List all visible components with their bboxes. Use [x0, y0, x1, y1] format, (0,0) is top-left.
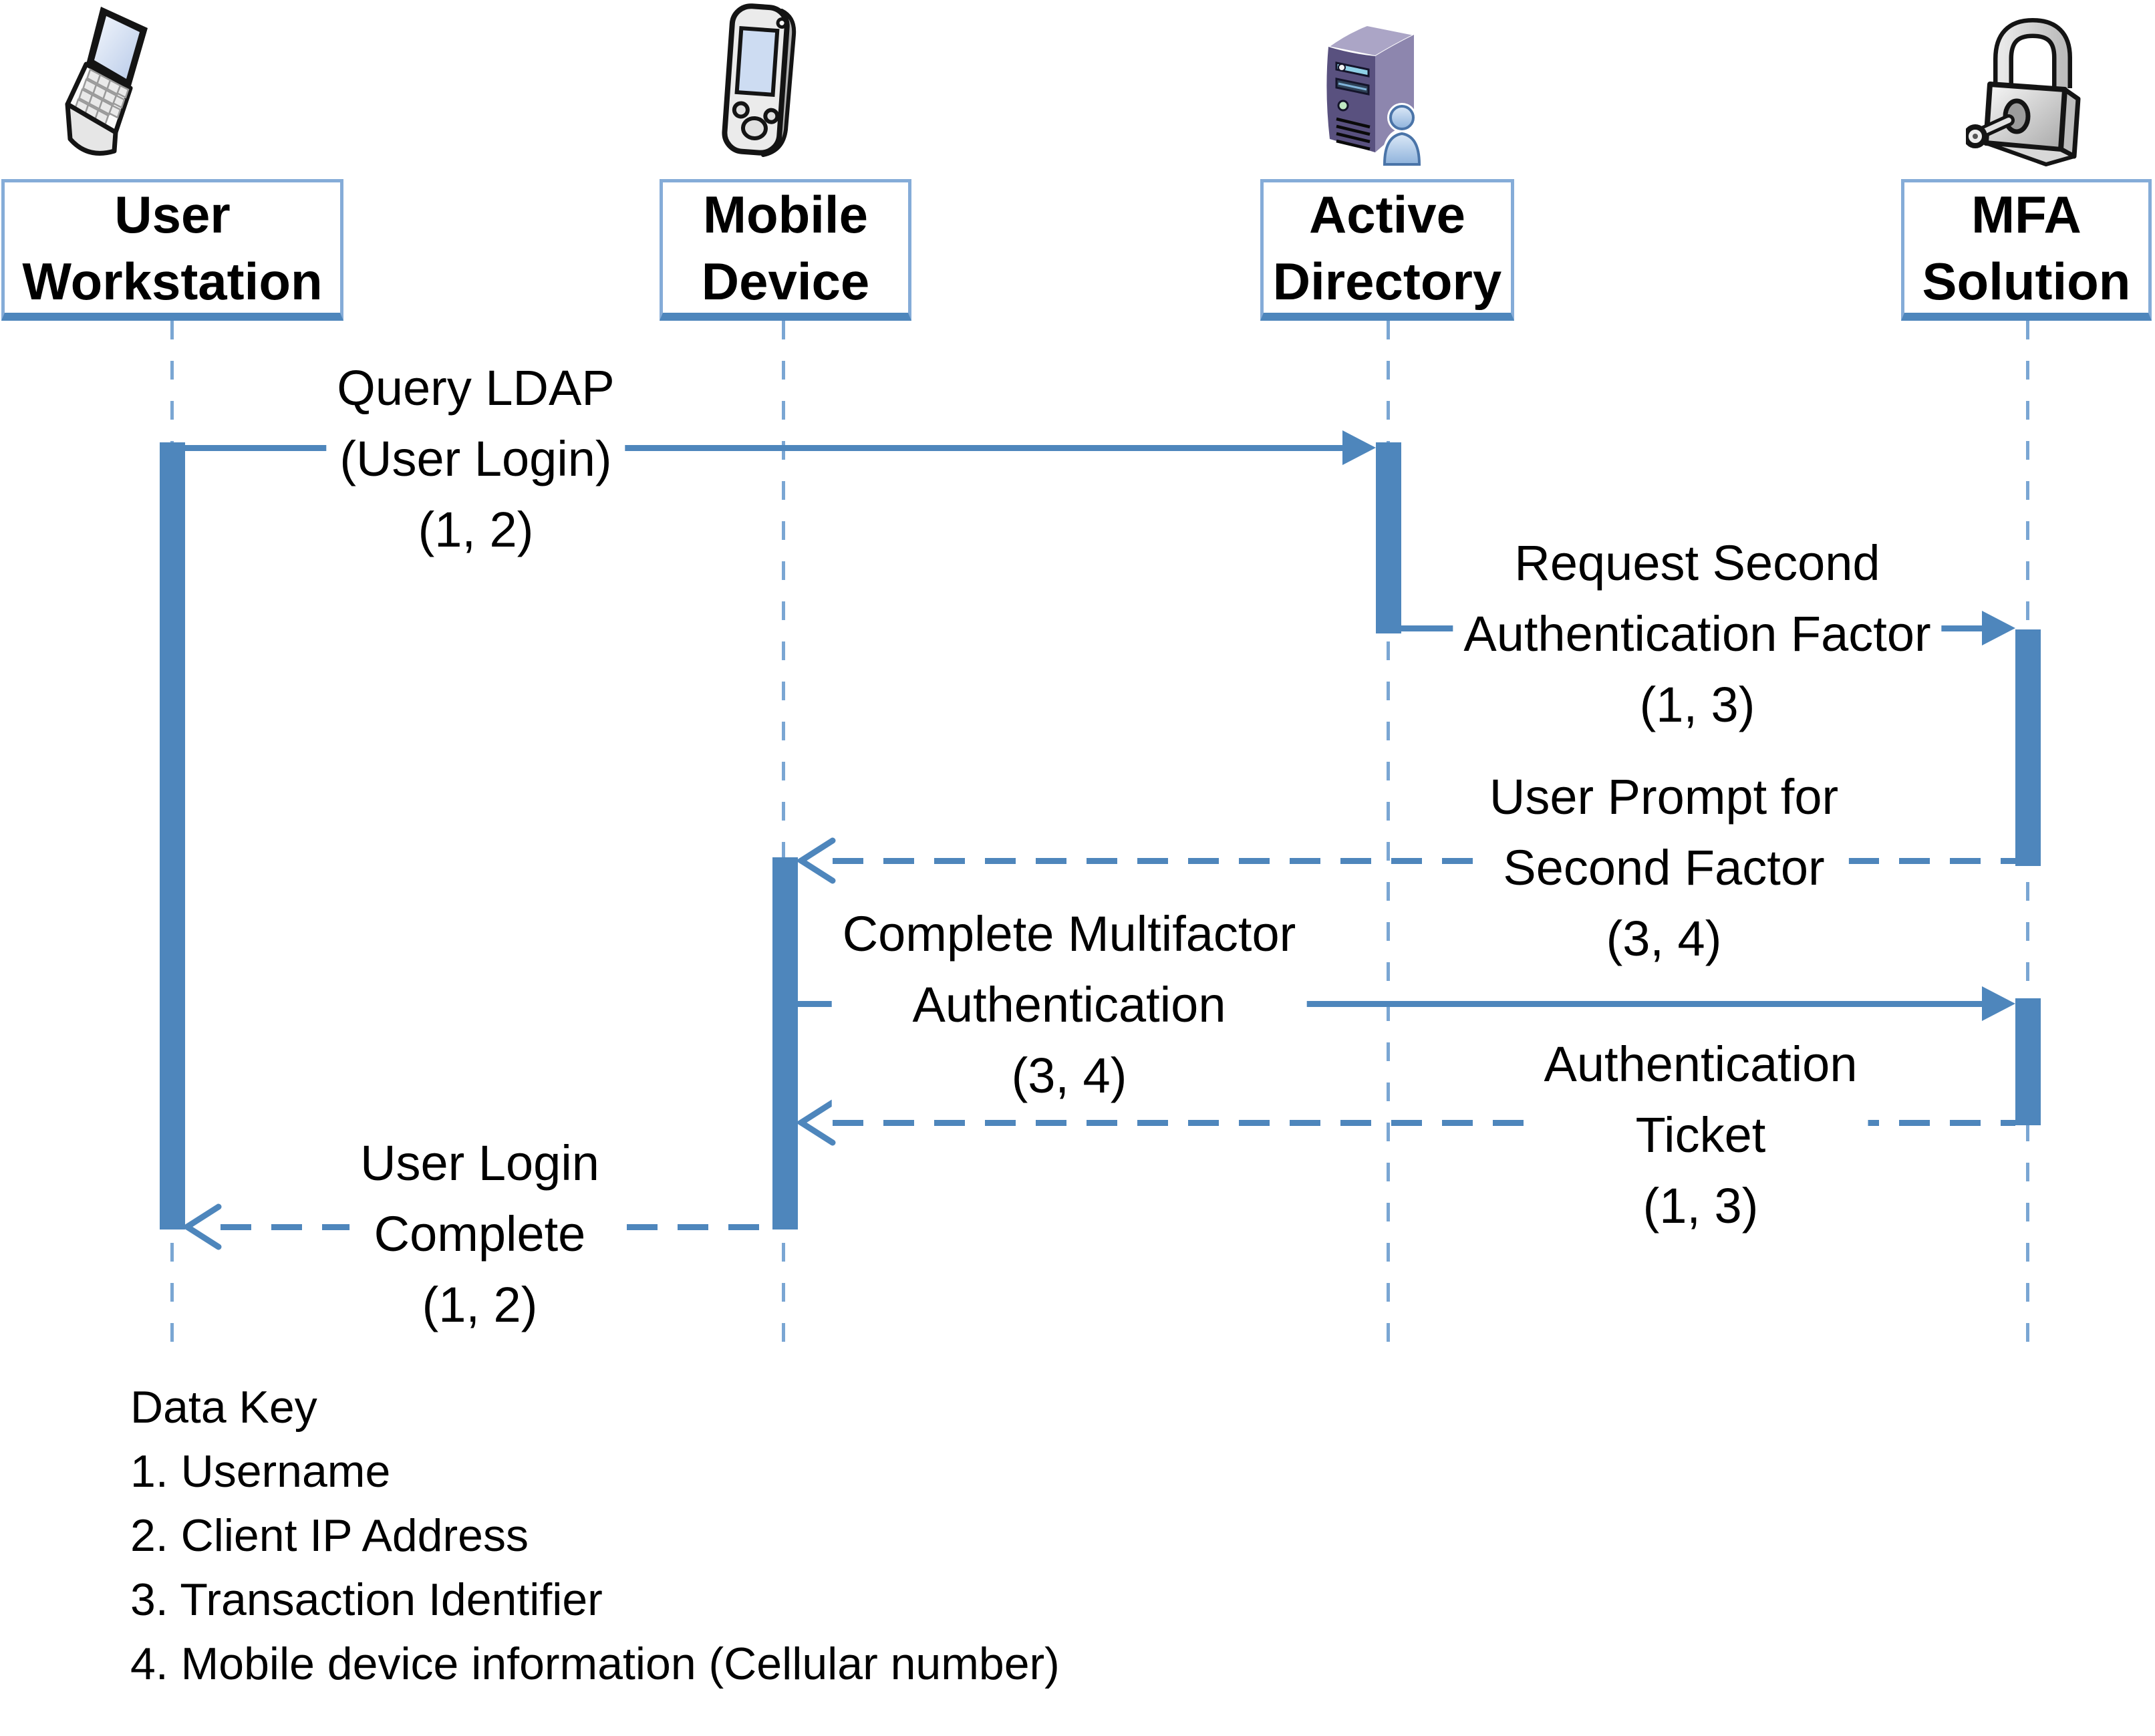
activation-mobile-device — [772, 857, 798, 1229]
mobile-device-icon-svg — [722, 3, 797, 157]
message-text: User Prompt for — [1489, 769, 1839, 825]
message-text: Authentication — [912, 977, 1226, 1032]
message-text: Complete — [374, 1206, 586, 1262]
message-text: User Login — [360, 1135, 599, 1191]
actor-label: Active — [1308, 184, 1466, 244]
message-3-arrowhead-icon — [795, 835, 837, 886]
padlock-icon — [1963, 15, 2090, 168]
actor-box-active-directory: Active Directory — [1260, 179, 1514, 321]
message-3-line — [833, 858, 2015, 864]
data-key-title: Data Key — [130, 1382, 317, 1433]
laptop-icon-svg — [65, 7, 148, 156]
message-5-label: Authentication Ticket (1, 3) — [1533, 1029, 1868, 1242]
lifeline-mobile-device — [782, 321, 785, 1360]
message-text: Ticket — [1635, 1107, 1766, 1163]
message-data-items: (3, 4) — [1011, 1048, 1127, 1103]
message-2-arrowhead-icon — [1982, 611, 2015, 645]
actor-label: Workstation — [22, 251, 323, 311]
laptop-icon — [57, 1, 170, 174]
message-data-items: (1, 3) — [1639, 677, 1755, 732]
message-4-arrowhead-icon — [1982, 986, 2015, 1021]
server-icon — [1316, 19, 1433, 169]
message-3-label: User Prompt for Second Factor (3, 4) — [1478, 762, 1850, 974]
message-text: Request Second — [1514, 535, 1880, 591]
actor-label: Device — [701, 251, 870, 311]
activation-mfa-solution-2 — [2015, 998, 2041, 1125]
message-4-line — [798, 1001, 1982, 1007]
message-2-label: Request Second Authentication Factor (1,… — [1453, 528, 1942, 740]
message-1-line — [185, 445, 1345, 451]
actor-label: Solution — [1922, 251, 2131, 311]
message-5-line — [833, 1120, 2015, 1126]
actor-label: Directory — [1272, 251, 1502, 311]
actor-box-mfa-solution: MFA Solution — [1901, 179, 2152, 321]
activation-user-workstation — [160, 442, 185, 1229]
data-key-legend: Data Key 1. Username 2. Client IP Addres… — [130, 1375, 1060, 1696]
message-text: Complete Multifactor — [842, 906, 1296, 962]
message-4-label: Complete Multifactor Authentication (3, … — [831, 899, 1307, 1111]
message-6-label: User Login Complete (1, 2) — [349, 1128, 610, 1340]
actor-label: MFA — [1971, 184, 2081, 244]
message-text: (User Login) — [339, 431, 612, 486]
activation-active-directory — [1376, 442, 1401, 633]
message-1-label: Query LDAP (User Login) (1, 2) — [326, 353, 625, 565]
message-data-items: (1, 3) — [1642, 1178, 1759, 1234]
message-text: Second Factor — [1503, 840, 1825, 895]
activation-mfa-solution-1 — [2015, 629, 2041, 866]
message-data-items: (1, 2) — [418, 502, 534, 557]
data-key-item: 1. Username — [130, 1446, 391, 1497]
padlock-icon-svg — [1963, 17, 2081, 166]
actor-label: Mobile — [703, 184, 868, 244]
mobile-device-icon — [716, 0, 807, 164]
message-data-items: (1, 2) — [422, 1277, 538, 1332]
data-key-item: 4. Mobile device information (Cellular n… — [130, 1638, 1060, 1689]
data-key-item: 3. Transaction Identifier — [130, 1574, 603, 1625]
message-data-items: (3, 4) — [1606, 911, 1722, 966]
message-5-arrowhead-icon — [795, 1097, 837, 1148]
message-text: Authentication — [1544, 1036, 1858, 1092]
data-key-item: 2. Client IP Address — [130, 1510, 529, 1561]
server-icon-svg — [1326, 24, 1423, 166]
message-text: Authentication Factor — [1463, 606, 1931, 662]
actor-label: User — [114, 184, 231, 244]
message-1-arrowhead-icon — [1342, 430, 1376, 465]
message-6-arrowhead-icon — [181, 1201, 223, 1252]
lifeline-active-directory — [1387, 321, 1390, 1360]
message-text: Query LDAP — [337, 360, 615, 416]
actor-box-mobile-device: Mobile Device — [660, 179, 911, 321]
actor-box-user-workstation: User Workstation — [1, 179, 343, 321]
